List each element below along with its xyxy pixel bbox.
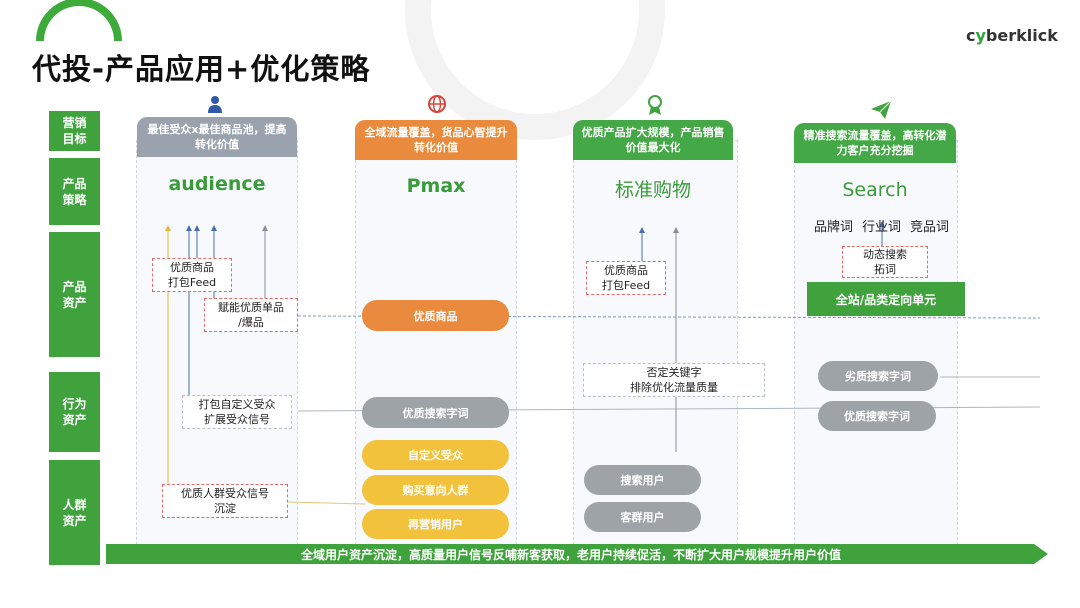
audience-box-custom-audience: 打包自定义受众 扩展受众信号 [182,395,292,429]
page-title: 代投-产品应用+优化策略 [32,52,371,86]
column-header-pmax: 全域流量覆盖，货品心智提升转化价值 [355,120,517,160]
column-header-shopping: 优质产品扩大规模，产品销售价值最大化 [573,120,733,160]
row-label-people-asset: 人群 资产 [49,460,100,565]
audience-box-audience-signal: 优质人群受众信号 沉淀 [162,484,288,518]
strategy-pmax: Pmax [406,175,466,197]
shopping-box-negative-keywords: 否定关键字 排除优化流量质量 [583,363,765,397]
bottom-banner-arrow [106,544,1048,564]
search-behavior-pill-good: 优质搜索字词 [818,401,936,431]
pmax-people-pill-intent: 购买意向人群 [362,475,509,505]
pmax-people-pill-remarketing: 再营销用户 [362,509,509,539]
row-label-product-asset: 产品 资产 [49,232,100,357]
row-label-strategy: 产品 策略 [49,158,100,225]
shopping-people-pill-customer: 客群用户 [584,502,701,532]
audience-box-hot-product: 赋能优质单品 /爆品 [204,298,298,332]
search-keyword-competitor: 竞品词 [910,220,950,235]
search-behavior-pill-bad: 劣质搜索字词 [818,361,938,391]
search-unit-bar: 全站/品类定向单元 [807,282,965,316]
bottom-banner-text: 全域用户资产沉淀，高质量用户信号反哺新客获取，老用户持续促活，不断扩大用户规模提… [300,548,841,562]
row-label-behavior-asset: 行为 资产 [49,372,100,452]
brand-logo: cyberklick [966,26,1058,45]
column-header-search: 精准搜索流量覆盖，高转化潜力客户充分挖掘 [794,123,956,163]
row-label-goal: 营销 目标 [49,111,100,151]
pmax-behavior-pill: 优质搜索字词 [362,397,509,428]
pmax-people-pill-custom: 自定义受众 [362,440,509,470]
paper-plane-icon [871,100,892,119]
award-icon [648,95,662,115]
strategy-shopping: 标准购物 [614,179,691,201]
shopping-box-feed: 优质商品 打包Feed [586,261,666,295]
search-keyword-industry: 行业词 [862,220,902,235]
globe-icon [428,95,446,113]
strategy-audience: audience [168,173,266,195]
search-keyword-brand: 品牌词 [814,220,854,235]
column-header-audience: 最佳受众x最佳商品池，提高转化价值 [137,117,297,157]
column-audience [136,140,298,550]
audience-box-feed: 优质商品 打包Feed [152,258,232,292]
strategy-search: Search [842,179,908,201]
shopping-people-pill-search: 搜索用户 [584,465,701,495]
pmax-product-pill: 优质商品 [362,300,509,331]
person-icon [208,96,222,113]
column-search [794,140,958,550]
search-box-dynamic: 动态搜索 拓词 [842,246,928,278]
